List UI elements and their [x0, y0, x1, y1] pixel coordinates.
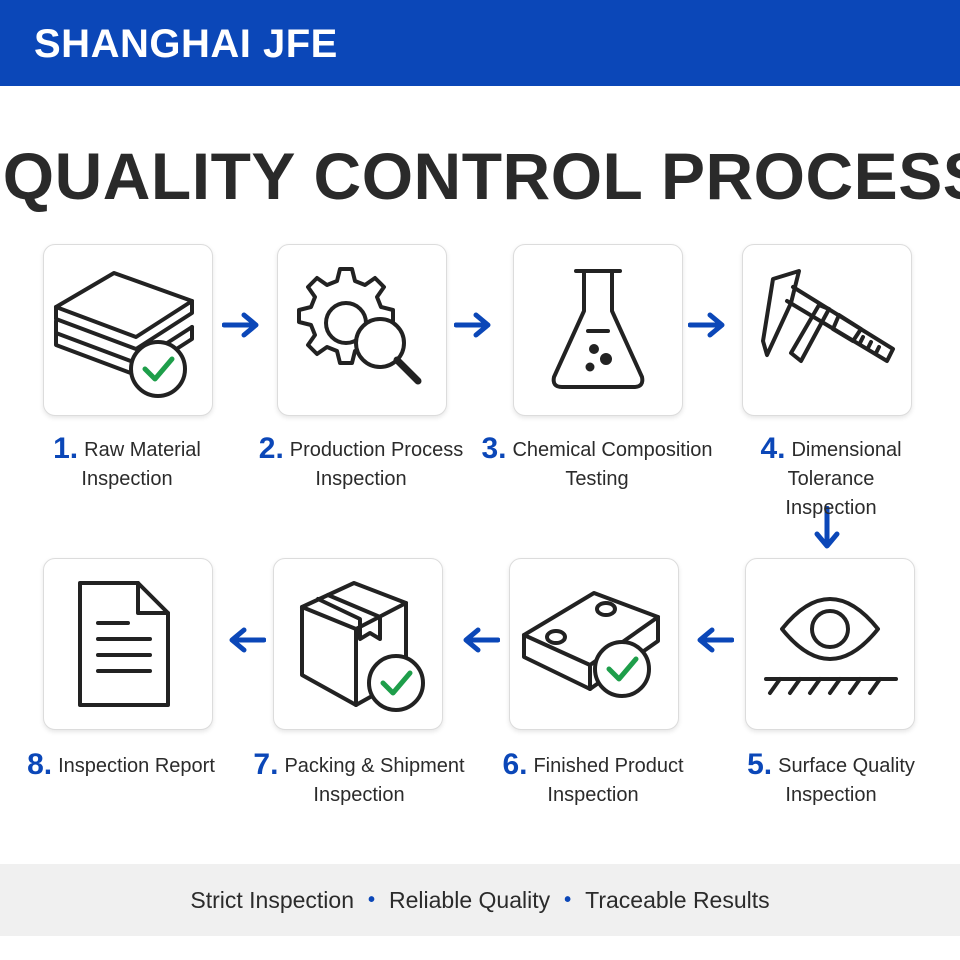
footer-item-traceable: Traceable Results	[585, 886, 770, 913]
step-title-line1: Finished Product	[533, 755, 684, 777]
step-number: 5.	[747, 748, 773, 781]
footer-separator: •	[564, 888, 572, 911]
brand-name: SHANGHAI JFE	[34, 22, 338, 66]
arrow-left-1	[697, 627, 734, 653]
step-3-card	[513, 244, 683, 416]
arrow-left-2	[463, 627, 500, 653]
step-1-card	[43, 244, 213, 416]
step-title-line1: Production Process	[289, 439, 464, 461]
step-number: 4.	[760, 432, 786, 465]
step-number: 6.	[502, 748, 528, 781]
box-check-icon	[300, 581, 425, 712]
step-8-label: 8.Inspection Report	[14, 750, 228, 781]
step-title-line2: Inspection	[313, 784, 405, 806]
arrow-right-2	[454, 312, 491, 338]
gear-magnifier-icon	[297, 267, 422, 385]
step-5-card	[745, 558, 915, 730]
header-bar: SHANGHAI JFE	[0, 0, 960, 86]
arrow-left-3	[229, 627, 266, 653]
stacked-plates-check-icon	[54, 271, 194, 398]
step-number: 1.	[53, 432, 79, 465]
step-number: 2.	[258, 432, 284, 465]
arrow-down	[814, 506, 840, 549]
step-2-card	[277, 244, 447, 416]
step-title-line2: Inspection	[547, 784, 639, 806]
step-5-label: 5.Surface Quality Inspection	[716, 750, 946, 810]
step-title-line1: Packing & Shipment	[284, 755, 465, 777]
page-title: QUALITY CONTROL PROCESS	[2, 139, 960, 213]
step-number: 3.	[481, 432, 507, 465]
arrow-right-1	[222, 312, 259, 338]
document-icon	[78, 581, 170, 707]
step-4-label: 4.Dimensional Tolerance Inspection	[716, 434, 946, 523]
caliper-icon	[761, 269, 895, 363]
step-6-label: 6.Finished Product Inspection	[476, 750, 710, 810]
step-number: 8.	[27, 748, 53, 781]
step-title-line1: Surface Quality	[778, 755, 915, 777]
step-number: 7.	[253, 748, 279, 781]
step-2-label: 2.Production Process Inspection	[246, 434, 476, 494]
block-check-icon	[522, 591, 660, 698]
step-title-line1: Raw Material	[84, 439, 201, 461]
step-title-line2: Inspection	[785, 784, 877, 806]
step-1-label: 1.Raw Material Inspection	[20, 434, 234, 494]
flask-icon	[551, 269, 645, 389]
step-title-line1: Inspection Report	[58, 755, 215, 777]
step-4-card	[742, 244, 912, 416]
footer-bar: Strict Inspection • Reliable Quality • T…	[0, 864, 960, 936]
arrow-right-3	[688, 312, 725, 338]
step-3-label: 3.Chemical Composition Testing	[480, 434, 714, 494]
footer-separator: •	[368, 888, 376, 911]
step-title-line2: Inspection	[81, 468, 173, 490]
step-title-line1: Chemical Composition	[512, 439, 713, 461]
step-title-line2: Inspection	[315, 468, 407, 490]
step-8-card	[43, 558, 213, 730]
footer-item-strict: Strict Inspection	[190, 886, 354, 913]
eye-surface-icon	[764, 597, 898, 695]
step-title-line2: Testing	[565, 468, 629, 490]
step-7-card	[273, 558, 443, 730]
step-6-card	[509, 558, 679, 730]
step-title-line2: Inspection	[785, 497, 877, 519]
footer-item-reliable: Reliable Quality	[389, 886, 551, 913]
step-7-label: 7.Packing & Shipment Inspection	[244, 750, 474, 810]
step-title-line1: Dimensional Tolerance	[787, 439, 902, 490]
